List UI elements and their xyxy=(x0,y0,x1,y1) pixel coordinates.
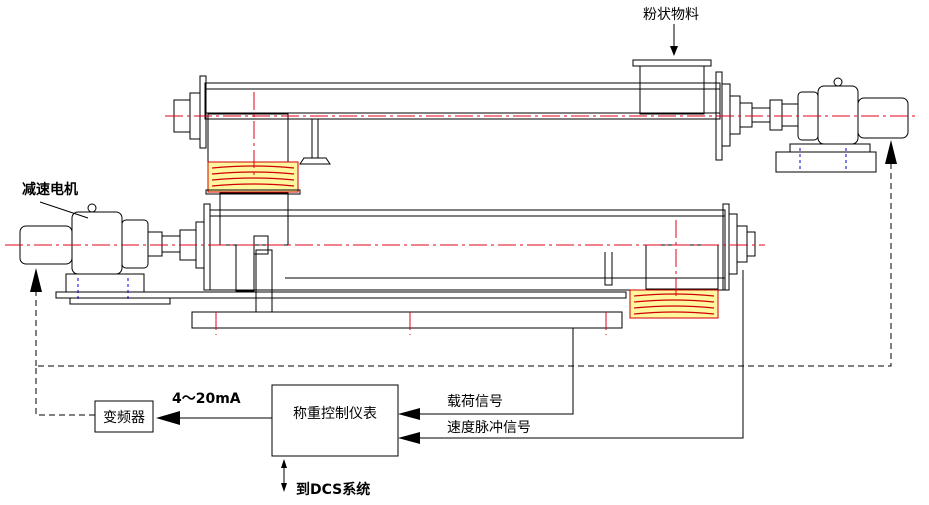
motor-label-leader xyxy=(39,201,89,219)
load-signal-label: 载荷信号 xyxy=(447,394,503,410)
dcs-label: 到DCS系统 xyxy=(296,481,370,498)
center-lines xyxy=(5,92,915,335)
speed-signal-line xyxy=(418,270,744,439)
base-frame xyxy=(55,249,627,329)
load-signal-line xyxy=(418,328,574,415)
lower-screw-conveyor xyxy=(179,192,756,292)
dcs-arrow-down xyxy=(281,483,287,492)
dcs-arrow-up xyxy=(281,459,287,468)
right-gear-motor xyxy=(775,77,909,173)
upper-screw-conveyor xyxy=(173,59,799,167)
current-signal-arrow xyxy=(156,411,180,425)
control-line xyxy=(35,160,892,416)
load-signal-arrow xyxy=(398,408,420,420)
reducer-motor-label: 减速电机 xyxy=(22,181,78,198)
left-gear-motor xyxy=(19,203,181,293)
lower-bellows xyxy=(629,289,719,319)
arrow-to-left-motor xyxy=(30,268,42,292)
powder-material-label: 粉状物料 xyxy=(643,7,699,23)
inverter-box xyxy=(94,400,154,433)
upper-bellows xyxy=(205,161,301,195)
controller-box xyxy=(271,384,399,457)
speed-signal-arrow xyxy=(398,432,420,444)
controller-label: 称重控制仪表 xyxy=(293,406,377,422)
arrow-to-right-motor xyxy=(885,140,897,164)
speed-pulse-signal-label: 速度脉冲信号 xyxy=(447,420,531,436)
material-inlet-arrow xyxy=(670,46,678,56)
inverter-label: 变频器 xyxy=(103,410,145,426)
hidden-lines xyxy=(77,148,847,300)
current-signal-label: 4～20mA xyxy=(172,391,241,407)
